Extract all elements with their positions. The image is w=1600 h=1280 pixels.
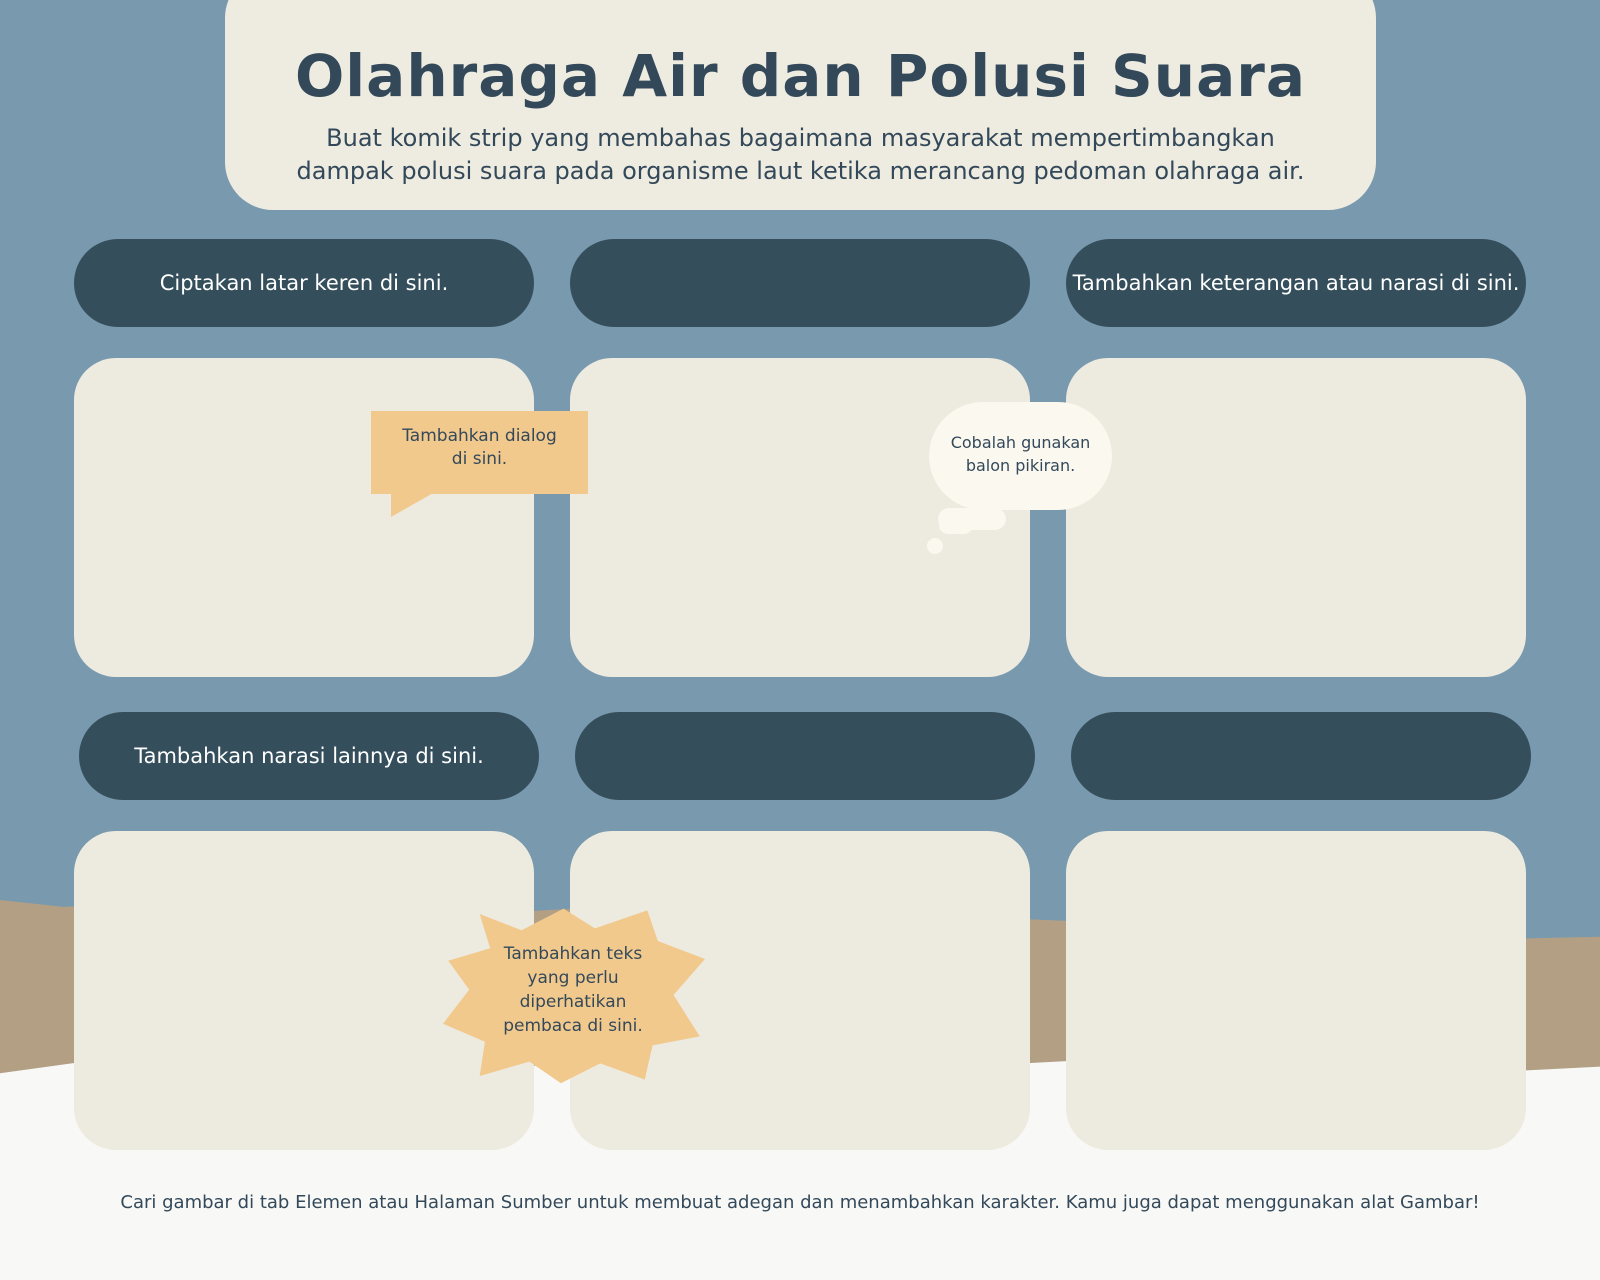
thought-bubble-dot bbox=[927, 538, 943, 554]
speech-bubble-tail bbox=[391, 492, 435, 517]
caption-row1-col1[interactable]: Ciptakan latar keren di sini. bbox=[74, 239, 534, 327]
speech-bubble[interactable] bbox=[371, 411, 588, 494]
thought-bubble[interactable] bbox=[929, 402, 1112, 510]
speech-bubble-text: Tambahkan dialog di sini. bbox=[371, 425, 588, 471]
caption-row1-col2[interactable] bbox=[570, 239, 1030, 327]
comic-panel-6[interactable] bbox=[1066, 831, 1526, 1150]
page-title: Olahraga Air dan Polusi Suara bbox=[295, 42, 1306, 110]
caption-row2-col2[interactable] bbox=[575, 712, 1035, 800]
thought-bubble-puff bbox=[939, 516, 973, 534]
burst-line-3: diperhatikan bbox=[519, 992, 627, 1012]
footer-note: Cari gambar di tab Elemen atau Halaman S… bbox=[120, 1192, 1480, 1213]
comic-panel-4[interactable] bbox=[74, 831, 534, 1150]
comic-panel-3[interactable] bbox=[1066, 358, 1526, 677]
subtitle-line-1: Buat komik strip yang membahas bagaimana… bbox=[326, 124, 1275, 152]
thought-line-2: balon pikiran. bbox=[965, 456, 1076, 475]
page-subtitle: Buat komik strip yang membahas bagaimana… bbox=[225, 122, 1376, 188]
burst-line-2: yang perlu bbox=[527, 968, 619, 988]
thought-line-1: Cobalah gunakan bbox=[950, 433, 1091, 452]
speech-line-1: Tambahkan dialog bbox=[402, 426, 557, 446]
header-card bbox=[225, 0, 1376, 210]
subtitle-line-2: dampak polusi suara pada organisme laut … bbox=[296, 157, 1305, 185]
burst-line-1: Tambahkan teks bbox=[503, 944, 643, 964]
burst-bubble-text: Tambahkan teks yang perlu diperhatikan p… bbox=[478, 942, 668, 1038]
thought-bubble-text: Cobalah gunakan balon pikiran. bbox=[929, 431, 1112, 477]
burst-line-4: pembaca di sini. bbox=[503, 1016, 643, 1036]
caption-row1-col3[interactable]: Tambahkan keterangan atau narasi di sini… bbox=[1066, 239, 1526, 327]
caption-row2-col3[interactable] bbox=[1071, 712, 1531, 800]
comic-panel-1[interactable] bbox=[74, 358, 534, 677]
caption-row2-col1[interactable]: Tambahkan narasi lainnya di sini. bbox=[79, 712, 539, 800]
speech-line-2: di sini. bbox=[451, 449, 508, 469]
